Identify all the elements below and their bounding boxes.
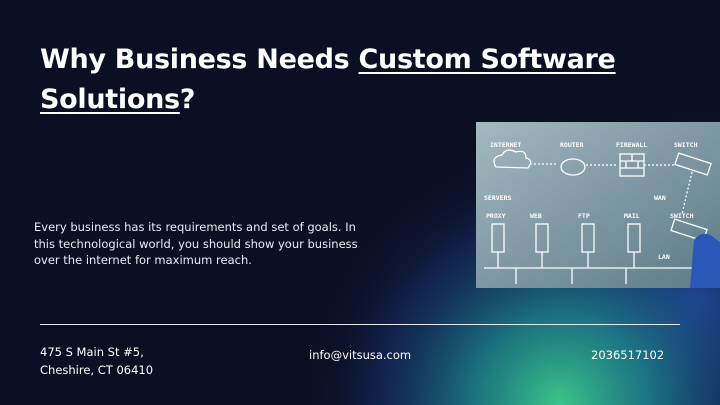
label-proxy: PROXY <box>486 212 506 220</box>
title-underlined-2: Solutions <box>40 84 180 115</box>
label-web: WEB <box>530 212 542 220</box>
label-switch-bottom: SWITCH <box>670 212 694 220</box>
cloud-icon <box>493 149 532 169</box>
address-line-2: Cheshire, CT 06410 <box>40 363 154 377</box>
email-link[interactable]: info@vitsusa.com <box>309 348 412 362</box>
network-diagram-photo: INTERNET ROUTER FIREWALL SWITCH SERVERS … <box>476 122 720 288</box>
label-switch-top: SWITCH <box>674 141 698 149</box>
body-text: Every business has its requirements and … <box>34 220 358 267</box>
title-underlined-1: Custom Software <box>358 44 616 75</box>
label-internet: INTERNET <box>490 141 521 149</box>
label-servers: SERVERS <box>484 194 511 202</box>
label-lan: LAN <box>658 253 670 261</box>
label-wan: WAN <box>654 194 666 202</box>
label-ftp: FTP <box>578 212 590 220</box>
network-diagram: INTERNET ROUTER FIREWALL SWITCH SERVERS … <box>476 122 720 288</box>
title-plain: Why Business Needs <box>40 44 359 75</box>
label-mail: MAIL <box>624 212 640 220</box>
label-router: ROUTER <box>560 141 584 149</box>
hand-sleeve <box>690 233 720 288</box>
phone-number[interactable]: 2036517102 <box>591 348 665 362</box>
label-firewall: FIREWALL <box>616 141 647 149</box>
address: 475 S Main St #5, Cheshire, CT 06410 <box>40 343 240 379</box>
title-suffix: ? <box>179 84 196 115</box>
footer-divider <box>40 324 680 325</box>
address-line-1: 475 S Main St #5, <box>40 345 144 359</box>
switch-icon <box>674 152 712 176</box>
router-icon <box>560 158 586 176</box>
